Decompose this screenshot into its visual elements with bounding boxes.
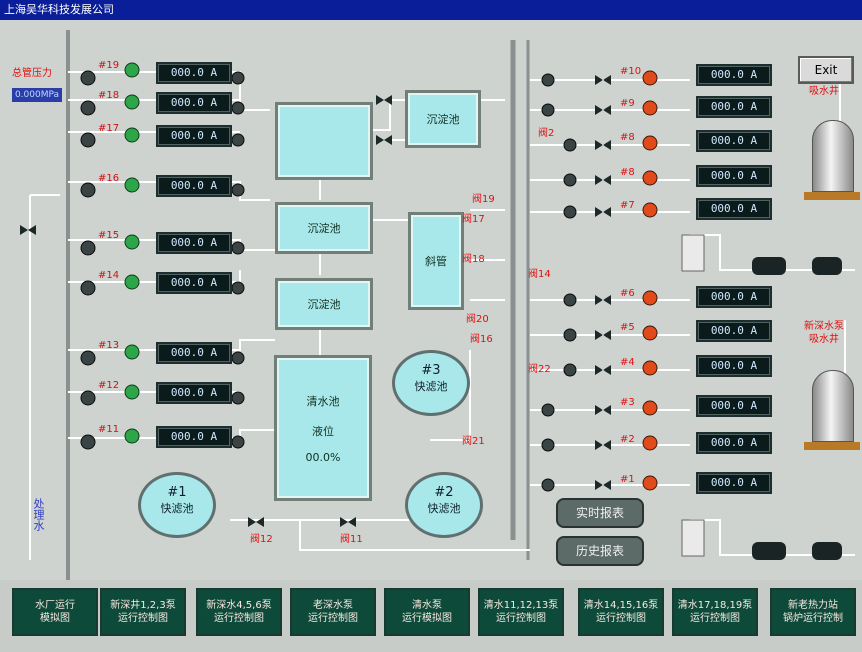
pump-number-label: #3 bbox=[620, 397, 635, 408]
pump-number-label: #11 bbox=[98, 424, 120, 435]
realtime-report-button[interactable]: 实时报表 bbox=[556, 498, 644, 528]
current-meter: 000.0 A bbox=[156, 92, 232, 114]
valve-label: 阀22 bbox=[528, 364, 551, 375]
pump-number-label: #9 bbox=[620, 98, 635, 109]
tank-label: 斜管 bbox=[425, 255, 447, 268]
current-meter: 000.0 A bbox=[696, 165, 772, 187]
current-meter: 000.0 A bbox=[696, 355, 772, 377]
process-canvas: 总管压力 0.000MPa 处理水 #19 000.0 A #18 000.0 A #1… bbox=[0, 20, 862, 580]
pump-number-label: #7 bbox=[620, 200, 635, 211]
valve-label: 阀16 bbox=[470, 334, 493, 345]
valve-label: 阀17 bbox=[462, 214, 485, 225]
footer-tab-1[interactable]: 新深井1,2,3泵 运行控制图 bbox=[100, 588, 186, 636]
pool-label: 快滤池 bbox=[160, 502, 194, 515]
current-meter: 000.0 A bbox=[156, 272, 232, 294]
new-well-vessel bbox=[812, 370, 854, 442]
current-meter: 000.0 A bbox=[696, 472, 772, 494]
pool-id: #3 bbox=[421, 363, 441, 378]
old-well-vessel bbox=[812, 120, 854, 192]
tank-label: 沉淀池 bbox=[307, 298, 341, 311]
clear-tank-title: 清水池 bbox=[306, 394, 340, 408]
current-meter: 000.0 A bbox=[696, 64, 772, 86]
current-meter: 000.0 A bbox=[156, 232, 232, 254]
new-well-label: 新深水泵 吸水井 bbox=[804, 321, 844, 345]
sedimentation-tank-1[interactable] bbox=[275, 102, 373, 180]
clear-water-tank[interactable]: 清水池 液位 00.0% bbox=[274, 355, 372, 501]
footer-nav: 水厂运行 模拟图新深井1,2,3泵 运行控制图新深水4,5,6泵 运行控制图老深… bbox=[0, 580, 862, 652]
footer-tab-5[interactable]: 清水11,12,13泵 运行控制图 bbox=[478, 588, 564, 636]
footer-tab-2[interactable]: 新深水4,5,6泵 运行控制图 bbox=[196, 588, 282, 636]
sedimentation-tank-3[interactable]: 沉淀池 bbox=[275, 278, 373, 330]
valve-label: 阀19 bbox=[472, 194, 495, 205]
current-meter: 000.0 A bbox=[696, 96, 772, 118]
footer-tab-0[interactable]: 水厂运行 模拟图 bbox=[12, 588, 98, 636]
pump-number-label: #4 bbox=[620, 357, 635, 368]
current-meter: 000.0 A bbox=[696, 432, 772, 454]
pool-label: 快滤池 bbox=[427, 502, 461, 515]
old-well-base bbox=[804, 192, 860, 200]
current-meter: 000.0 A bbox=[156, 175, 232, 197]
pool-id: #1 bbox=[167, 485, 187, 500]
window-title: 上海吴华科技发展公司 bbox=[0, 0, 862, 20]
footer-tab-6[interactable]: 清水14,15,16泵 运行控制图 bbox=[578, 588, 664, 636]
footer-tab-7[interactable]: 清水17,18,19泵 运行控制图 bbox=[672, 588, 758, 636]
current-meter: 000.0 A bbox=[696, 320, 772, 342]
pump-number-label: #5 bbox=[620, 322, 635, 333]
clear-tank-level-value: 00.0% bbox=[305, 450, 341, 464]
valve-label: 阀2 bbox=[538, 128, 555, 139]
header-pressure-value: 0.000MPa bbox=[12, 88, 62, 102]
pump-number-label: #19 bbox=[98, 60, 120, 71]
pump-number-label: #15 bbox=[98, 230, 120, 241]
pump-number-label: #17 bbox=[98, 123, 120, 134]
footer-tab-3[interactable]: 老深水泵 运行控制图 bbox=[290, 588, 376, 636]
valve-label: 阀11 bbox=[340, 534, 363, 545]
new-well-base bbox=[804, 442, 860, 450]
filter-pool-1[interactable]: #1 快滤池 bbox=[138, 472, 216, 538]
pump-number-label: #2 bbox=[620, 434, 635, 445]
valve-label: 阀20 bbox=[466, 314, 489, 325]
pool-id: #2 bbox=[434, 485, 454, 500]
pump-number-label: #13 bbox=[98, 340, 120, 351]
pump-number-label: #6 bbox=[620, 288, 635, 299]
header-pressure-label: 总管压力 bbox=[12, 68, 52, 79]
current-meter: 000.0 A bbox=[696, 130, 772, 152]
current-meter: 000.0 A bbox=[696, 198, 772, 220]
treated-water-label: 处理水 bbox=[32, 498, 45, 531]
exit-button[interactable]: Exit bbox=[798, 56, 854, 84]
current-meter: 000.0 A bbox=[696, 395, 772, 417]
pump-number-label: #8 bbox=[620, 167, 635, 178]
pump-number-label: #1 bbox=[620, 474, 635, 485]
valve-label: 阀14 bbox=[528, 269, 551, 280]
filter-pool-3[interactable]: #3 快滤池 bbox=[392, 350, 470, 416]
footer-tab-4[interactable]: 清水泵 运行模拟图 bbox=[384, 588, 470, 636]
pump-number-label: #12 bbox=[98, 380, 120, 391]
pool-label: 快滤池 bbox=[414, 380, 448, 393]
current-meter: 000.0 A bbox=[156, 62, 232, 84]
history-report-button[interactable]: 历史报表 bbox=[556, 536, 644, 566]
valve-label: 阀12 bbox=[250, 534, 273, 545]
filter-pool-2[interactable]: #2 快滤池 bbox=[405, 472, 483, 538]
valve-label: 阀21 bbox=[462, 436, 485, 447]
tank-label: 沉淀池 bbox=[307, 222, 341, 235]
tank-label: 沉淀池 bbox=[426, 113, 460, 126]
current-meter: 000.0 A bbox=[156, 125, 232, 147]
pump-number-label: #10 bbox=[620, 66, 642, 77]
valve-label: 阀18 bbox=[462, 254, 485, 265]
current-meter: 000.0 A bbox=[156, 426, 232, 448]
pump-number-label: #16 bbox=[98, 173, 120, 184]
footer-tab-8[interactable]: 新老热力站 锅炉运行控制 bbox=[770, 588, 856, 636]
pump-number-label: #18 bbox=[98, 90, 120, 101]
current-meter: 000.0 A bbox=[156, 382, 232, 404]
pump-number-label: #14 bbox=[98, 270, 120, 281]
pump-number-label: #8 bbox=[620, 132, 635, 143]
sedimentation-tank-top[interactable]: 沉淀池 bbox=[405, 90, 481, 148]
inclined-tube-tank[interactable]: 斜管 bbox=[408, 212, 464, 310]
sedimentation-tank-2[interactable]: 沉淀池 bbox=[275, 202, 373, 254]
clear-tank-level-label: 液位 bbox=[312, 424, 334, 438]
current-meter: 000.0 A bbox=[156, 342, 232, 364]
current-meter: 000.0 A bbox=[696, 286, 772, 308]
